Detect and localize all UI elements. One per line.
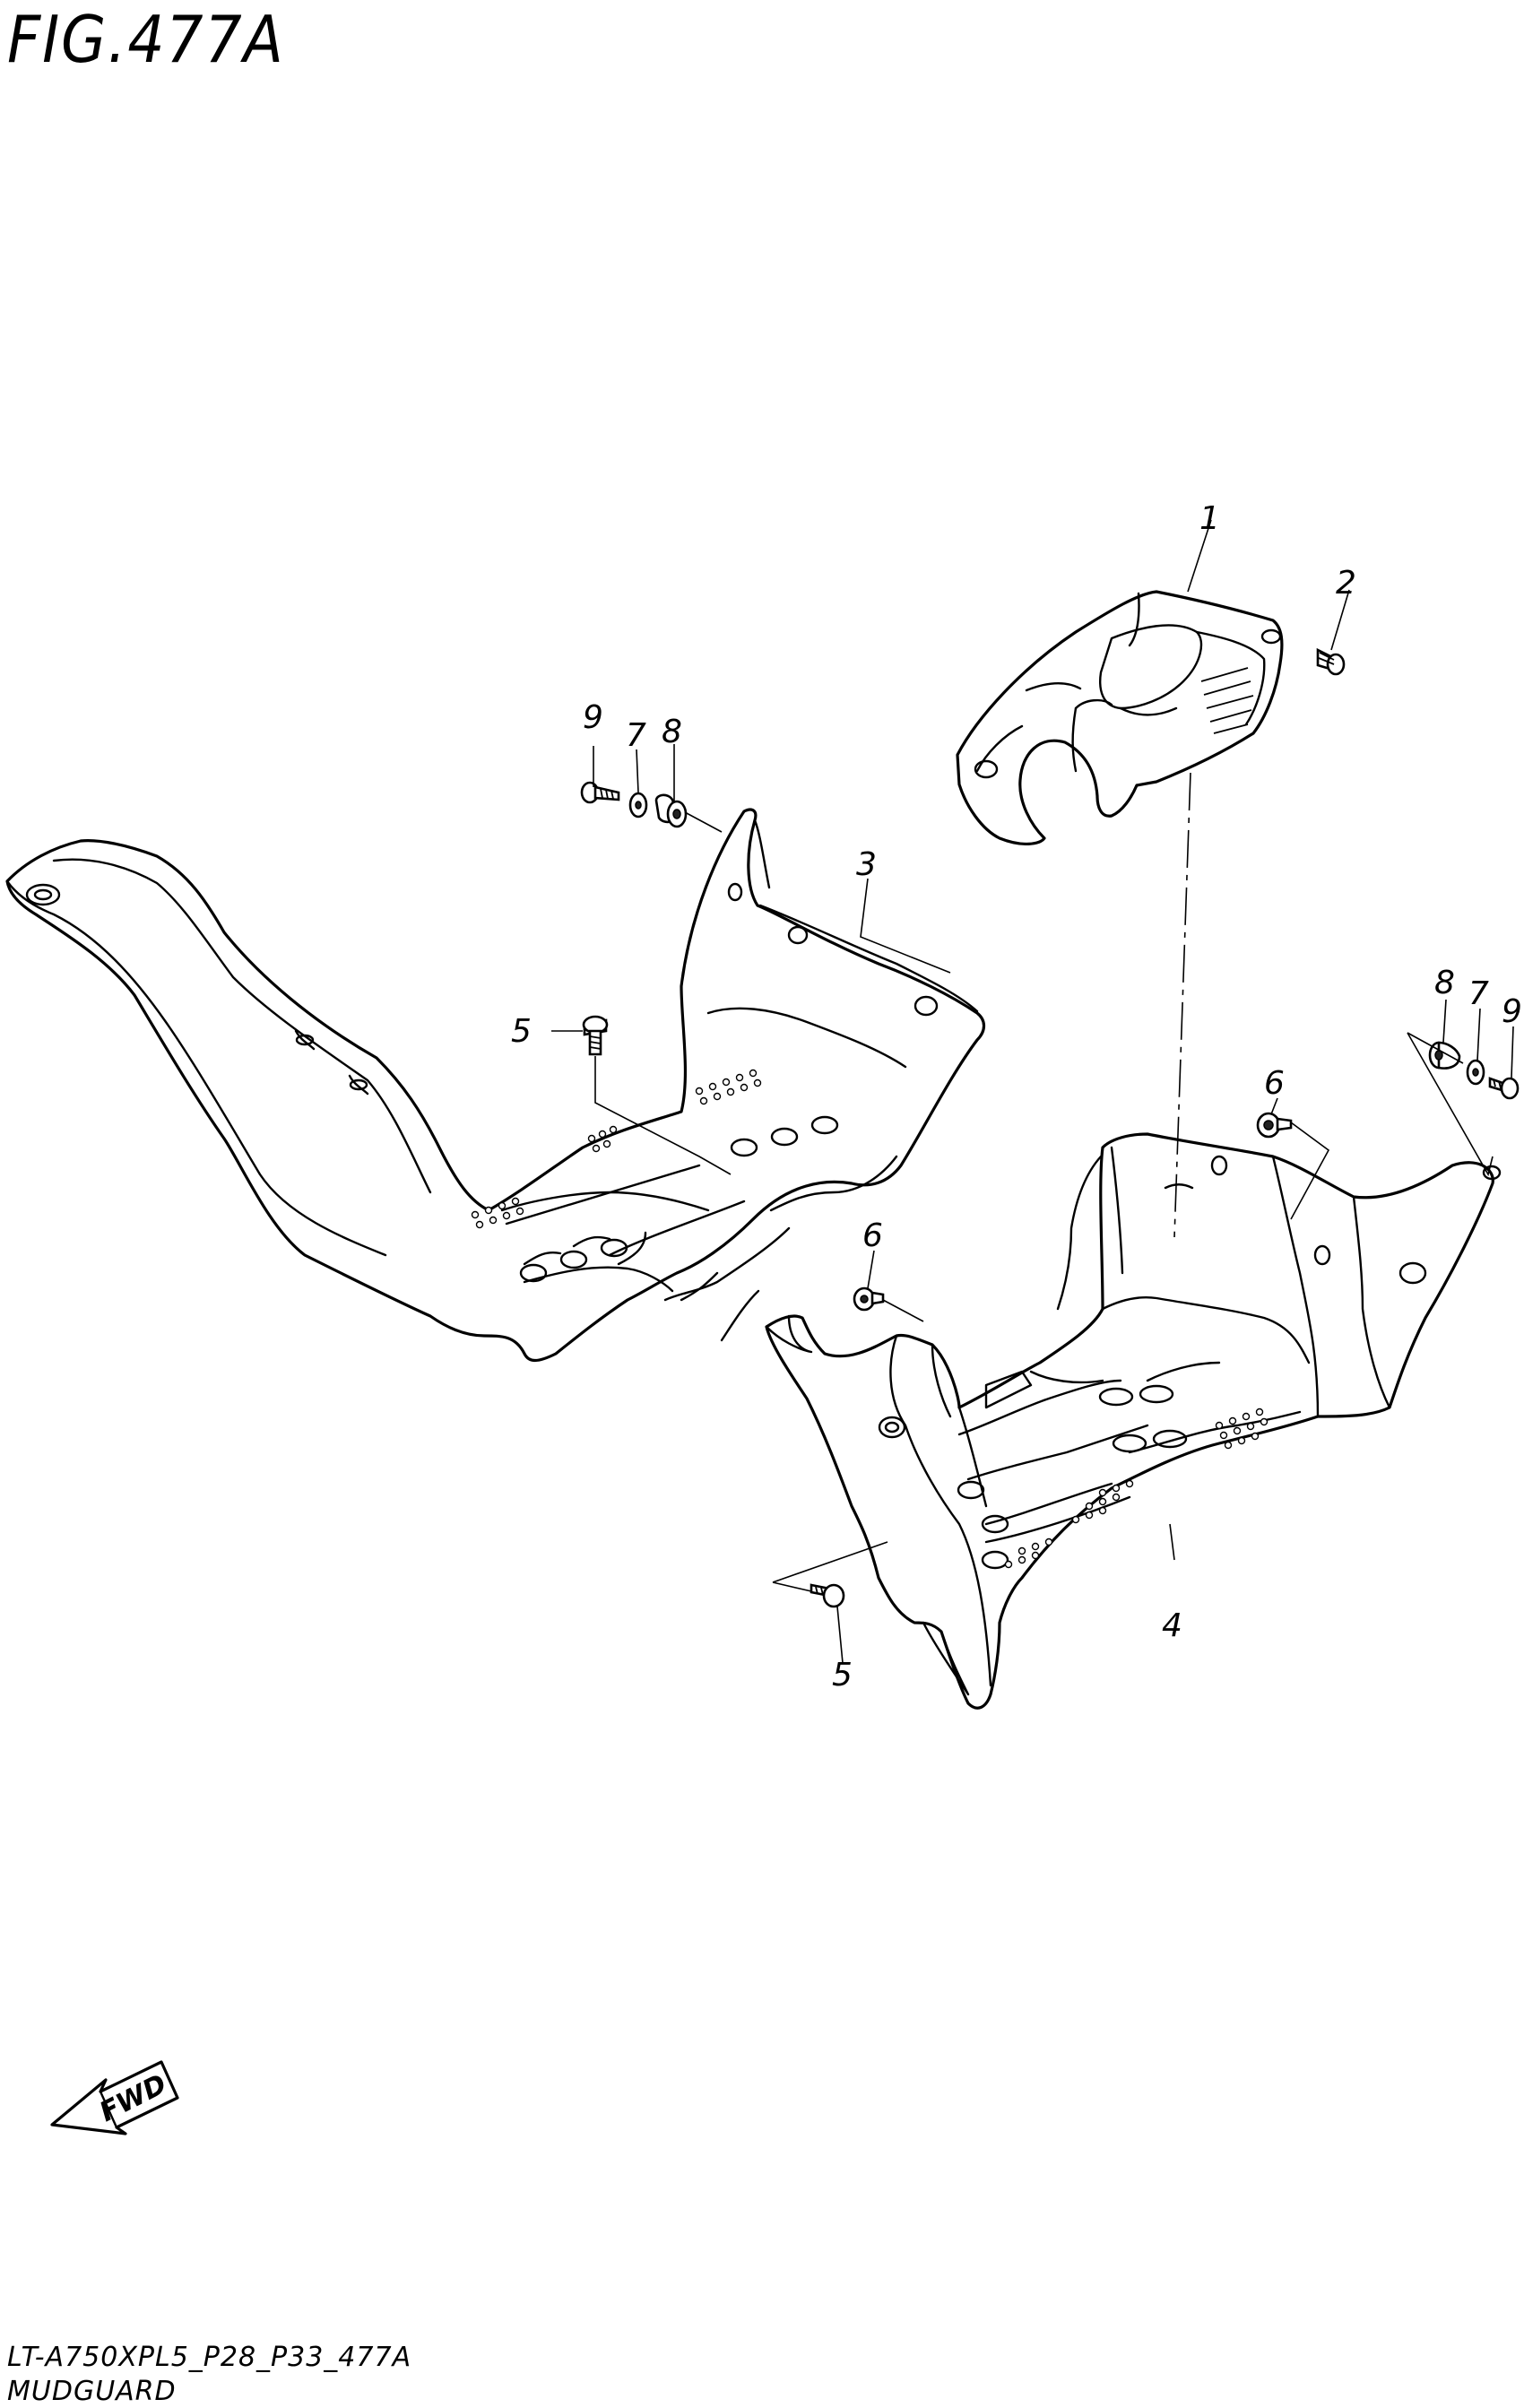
callout-2: 2: [1336, 565, 1356, 602]
assembly-leader-lines: [551, 519, 1514, 1664]
part-7-washer-right[interactable]: [1466, 1059, 1485, 1086]
part-3-left-mudguard[interactable]: [5, 808, 986, 1363]
callout-6-lower: 6: [862, 1217, 883, 1254]
part-9-bolt-right[interactable]: [1488, 1077, 1520, 1100]
figure-name: MUDGUARD: [7, 2376, 177, 2407]
part-8-grommet-left[interactable]: [654, 793, 688, 828]
part-1-cover[interactable]: [956, 590, 1284, 845]
part-6-screw-upper[interactable]: [1256, 1112, 1293, 1139]
part-5-bolt-upper[interactable]: [582, 1015, 609, 1056]
callout-8-left: 8: [662, 714, 682, 750]
footrest-grip-pattern-left-c: [587, 1125, 618, 1153]
part-6-screw-lower[interactable]: [853, 1286, 885, 1312]
footrest-grip-pattern-left-b: [695, 1069, 762, 1105]
callout-7-left: 7: [626, 717, 646, 754]
callout-1: 1: [1199, 500, 1220, 537]
footrest-grip-pattern-right-a: [1215, 1408, 1269, 1450]
figure-title: FIG.477A: [7, 2, 285, 77]
callout-5-upper: 5: [511, 1013, 532, 1050]
callout-labels: 1 2 3 4 5 5 6 6 7 7 8 8 9 9: [511, 500, 1522, 1693]
fwd-arrow-icon: FWD: [50, 2060, 179, 2135]
footrest-grip-pattern-right-c: [1004, 1537, 1053, 1569]
part-4-right-mudguard[interactable]: [765, 1132, 1502, 1710]
part-7-washer-left[interactable]: [628, 792, 648, 819]
footrest-grip-pattern-left-a: [471, 1197, 524, 1229]
callout-3: 3: [856, 846, 877, 883]
callout-5-lower: 5: [832, 1657, 853, 1693]
callout-7-right: 7: [1468, 975, 1489, 1012]
callout-4: 4: [1162, 1607, 1182, 1644]
footrest-grip-pattern-right-b: [1071, 1479, 1134, 1524]
callout-9-right: 9: [1502, 993, 1522, 1030]
callout-8-right: 8: [1434, 965, 1455, 1001]
callout-6-upper: 6: [1264, 1065, 1285, 1102]
callout-9-left: 9: [583, 699, 603, 736]
part-5-bolt-lower[interactable]: [810, 1583, 845, 1608]
part-8-grommet-right[interactable]: [1428, 1041, 1461, 1070]
part-9-bolt-left[interactable]: [580, 781, 620, 804]
part-2-screw[interactable]: [1316, 647, 1346, 676]
drawing-code: LT-A750XPL5_P28_P33_477A: [7, 2342, 412, 2373]
